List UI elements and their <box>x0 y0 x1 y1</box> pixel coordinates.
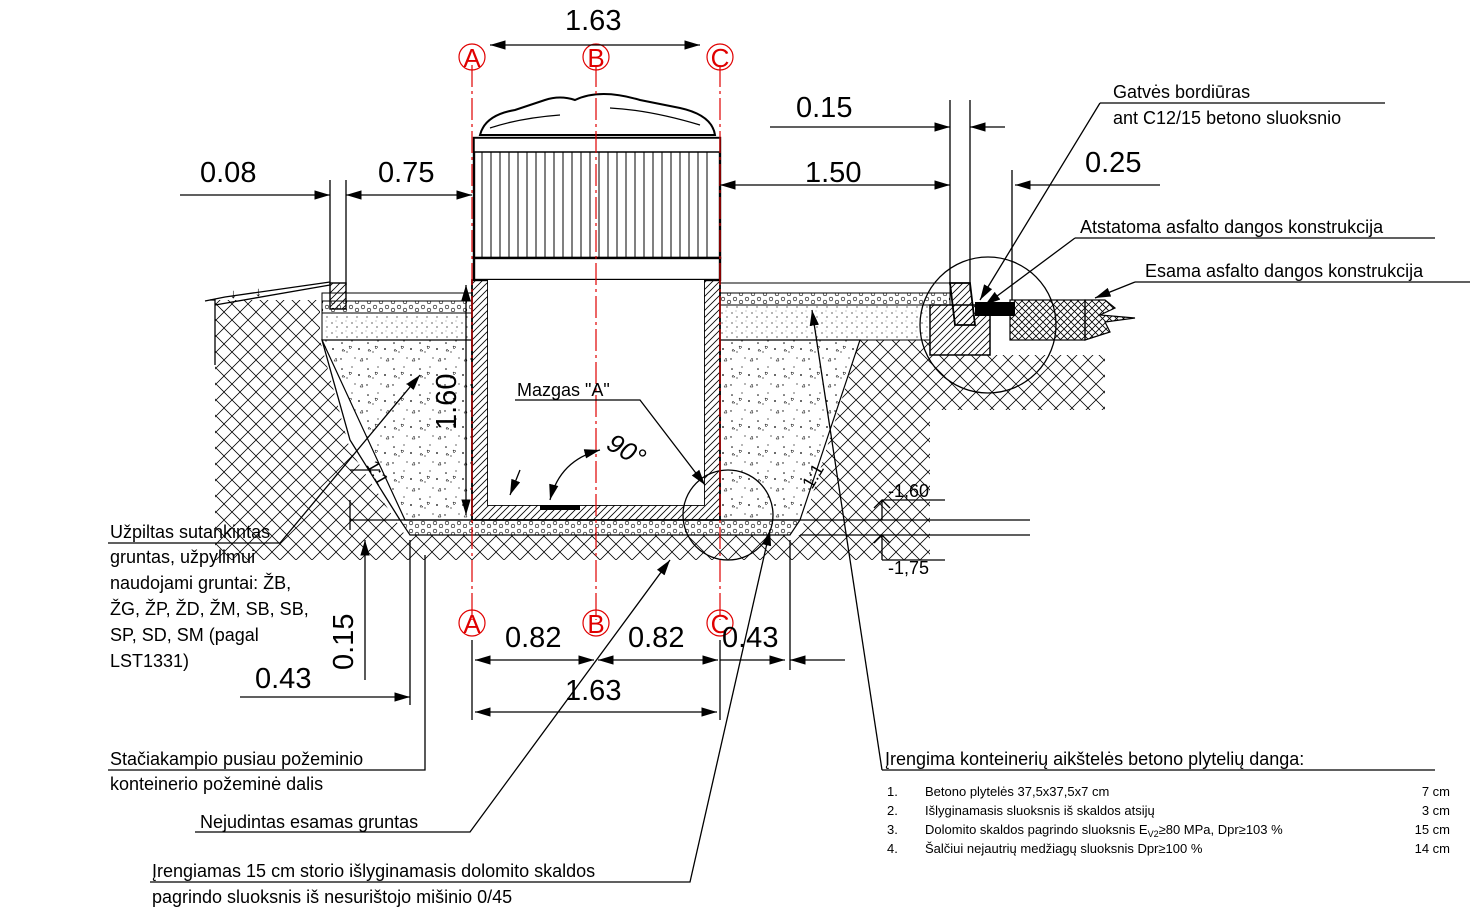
svg-text:↓: ↓ <box>255 284 262 299</box>
dim-curb-offset: 0.15 <box>796 92 852 124</box>
container-line-2: konteinerio požeminė dalis <box>110 774 323 794</box>
asphalt-restore-label: Atstatoma asfalto dangos konstrukcija <box>1080 217 1384 237</box>
dim-right-gap: 1.50 <box>805 157 861 189</box>
dim-curb-width: 0.25 <box>1085 147 1141 179</box>
dim-half-right: 0.82 <box>628 622 684 654</box>
backfill-line-4: ŽG, ŽP, ŽD, ŽM, SB, SB, <box>110 599 309 619</box>
svg-text:B: B <box>587 43 604 73</box>
axis-marker-top-b: B <box>582 43 610 73</box>
pavement-legend: Įrengima konteinerių aikštelės betono pl… <box>885 749 1450 856</box>
layer-4-text: Šalčiui nejautrių medžiagų sluoksnis Dpr… <box>925 841 1203 856</box>
backfill-line-2: gruntas, užpylimui <box>110 547 255 567</box>
dim-top-width: 1.63 <box>565 5 621 37</box>
leader-lines <box>108 102 1470 883</box>
svg-text:C: C <box>711 43 730 73</box>
leveling-line-1: Įrengiamas 15 cm storio išlyginamasis do… <box>152 861 595 881</box>
node-label: Mazgas "A" <box>517 380 610 400</box>
svg-text:C: C <box>711 609 730 639</box>
curb-detail <box>919 256 1136 394</box>
layer-1-num: 1. <box>887 784 898 799</box>
base-layer <box>398 519 802 536</box>
axis-marker-top-a: A <box>458 43 486 73</box>
dim-bottom-left: 0.43 <box>255 663 311 695</box>
layer-1-value: 7 cm <box>1422 784 1450 799</box>
layer-3-text: Dolomito skaldos pagrindo sluoksnis EV2≥… <box>925 822 1283 839</box>
backfill-line-6: LST1331) <box>110 651 189 671</box>
backfill-line-3: naudojami gruntai: ŽB, <box>110 573 291 593</box>
dimension-texts: 1.63 0.08 0.75 1.50 0.15 0.25 1.60 0.15 … <box>200 5 1141 707</box>
level-1: -1,60 <box>888 481 929 501</box>
layer-2-num: 2. <box>887 803 898 818</box>
container-line-1: Stačiakampio pusiau požeminio <box>110 749 363 769</box>
curb-label-1: Gatvės bordiūras <box>1113 82 1250 102</box>
dim-bottom-right: 0.43 <box>722 622 778 654</box>
layer-2-value: 3 cm <box>1422 803 1450 818</box>
dim-half-left: 0.82 <box>505 622 561 654</box>
asphalt-existing-label: Esama asfalto dangos konstrukcija <box>1145 261 1424 281</box>
undisturbed-label: Nejudintas esamas gruntas <box>200 812 418 832</box>
axis-marker-top-c: C <box>706 43 734 73</box>
svg-text:A: A <box>463 43 481 73</box>
backfill-line-1: Užpiltas sutankintas <box>110 522 270 542</box>
axis-marker-bottom-a: A <box>458 609 486 639</box>
axis-lines: A B C A B C <box>458 43 734 639</box>
layer-2-text: Išlyginamasis sluoksnis iš skaldos atsij… <box>925 803 1155 818</box>
pavement-title: Įrengima konteinerių aikštelės betono pl… <box>885 749 1304 769</box>
layer-4-num: 4. <box>887 841 898 856</box>
dim-left-offset: 0.08 <box>200 157 256 189</box>
layer-4-value: 14 cm <box>1415 841 1450 856</box>
axis-marker-bottom-b: B <box>582 609 610 639</box>
layer-1-text: Betono plytelės 37,5x37,5x7 cm <box>925 784 1109 799</box>
labels: Mazgas "A" Gatvės bordiūras ant C12/15 b… <box>110 82 1424 907</box>
svg-text:A: A <box>463 609 481 639</box>
leveling-line-2: pagrindo sluoksnis iš nesurištojo mišini… <box>152 887 512 907</box>
backfill-line-5: SP, SD, SM (pagal <box>110 625 259 645</box>
pavement-right <box>719 282 951 341</box>
dim-left-gap: 0.75 <box>378 157 434 189</box>
svg-text:B: B <box>587 609 604 639</box>
layer-3-num: 3. <box>887 822 898 837</box>
svg-text:↓: ↓ <box>230 286 237 301</box>
axis-marker-bottom-c: C <box>706 609 734 639</box>
level-2: -1,75 <box>888 558 929 578</box>
layer-3-value: 15 cm <box>1415 822 1450 837</box>
dim-depth: 1.60 <box>431 374 463 430</box>
dimension-lines <box>180 40 1160 720</box>
curb-label-2: ant C12/15 betono sluoksnio <box>1113 108 1341 128</box>
dim-base-thickness: 0.15 <box>328 614 360 670</box>
dim-bottom-width: 1.63 <box>565 675 621 707</box>
